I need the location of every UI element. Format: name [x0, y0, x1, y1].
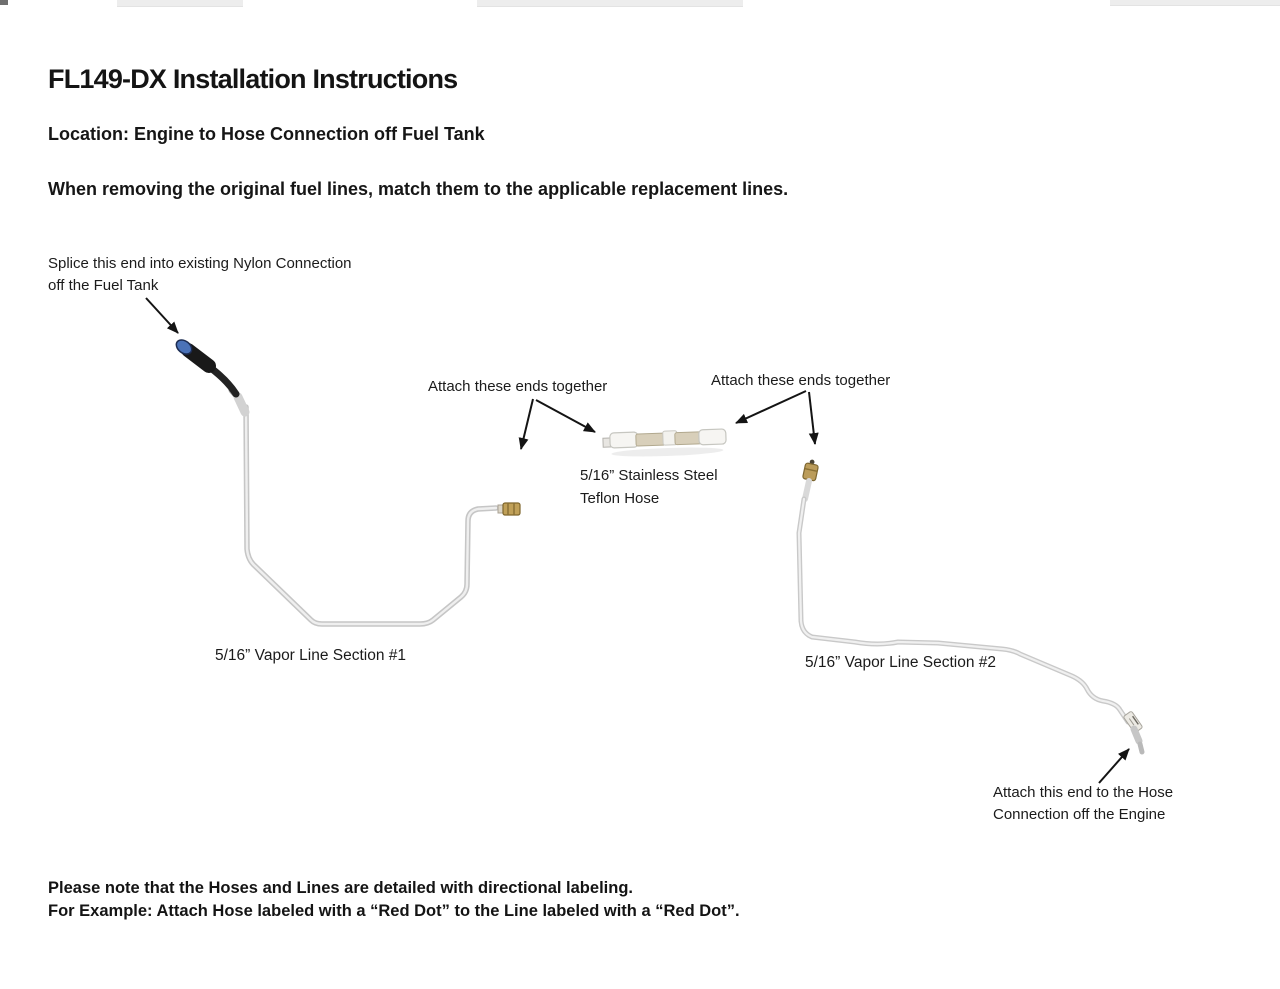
location-line: Location: Engine to Hose Connection off … — [48, 124, 485, 144]
vapor-line-section-1 — [175, 339, 521, 627]
label-attach-ends-1: Attach these ends together — [428, 378, 608, 395]
attach1-right-arrow-icon — [535, 399, 596, 433]
cropped-header-artifact — [0, 0, 8, 5]
label-attach-ends-2: Attach these ends together — [711, 372, 891, 389]
label-vapor-line-2: 5/16” Vapor Line Section #2 — [805, 654, 997, 671]
annotation-arrows — [145, 297, 1130, 784]
cropped-header-artifact — [117, 0, 243, 7]
vapor-line-section-2 — [796, 459, 1145, 755]
splice-arrow-icon — [145, 297, 179, 334]
attach2-left-arrow-icon — [735, 390, 807, 424]
cropped-header-artifact — [477, 0, 743, 7]
engine-end-arrow-icon — [1098, 748, 1130, 784]
attach1-left-arrow-icon — [518, 398, 534, 450]
brass-fitting-section-1 — [497, 502, 521, 516]
footer-note-line1: Please note that the Hoses and Lines are… — [48, 879, 633, 897]
stainless-steel-teflon-hose — [602, 428, 727, 457]
splice-connector — [175, 339, 250, 417]
engine-end-fitting — [1123, 711, 1145, 755]
page-title: FL149-DX Installation Instructions — [48, 64, 458, 94]
brass-fitting-section-2 — [802, 459, 819, 482]
label-stainless-hose: 5/16” Stainless Steel Teflon Hose — [580, 467, 718, 507]
instruction-line: When removing the original fuel lines, m… — [48, 179, 789, 199]
blue-nylon-cap — [175, 339, 193, 355]
label-engine-end: Attach this end to the Hose Connection o… — [993, 784, 1174, 823]
cropped-header-artifact — [1110, 0, 1280, 6]
label-splice-end: Splice this end into existing Nylon Conn… — [48, 255, 352, 294]
footer-note: Please note that the Hoses and Lines are… — [48, 877, 740, 923]
label-vapor-line-1: 5/16” Vapor Line Section #1 — [215, 647, 407, 664]
attach2-down-arrow-icon — [808, 391, 819, 445]
footer-note-line2: For Example: Attach Hose labeled with a … — [48, 902, 740, 920]
